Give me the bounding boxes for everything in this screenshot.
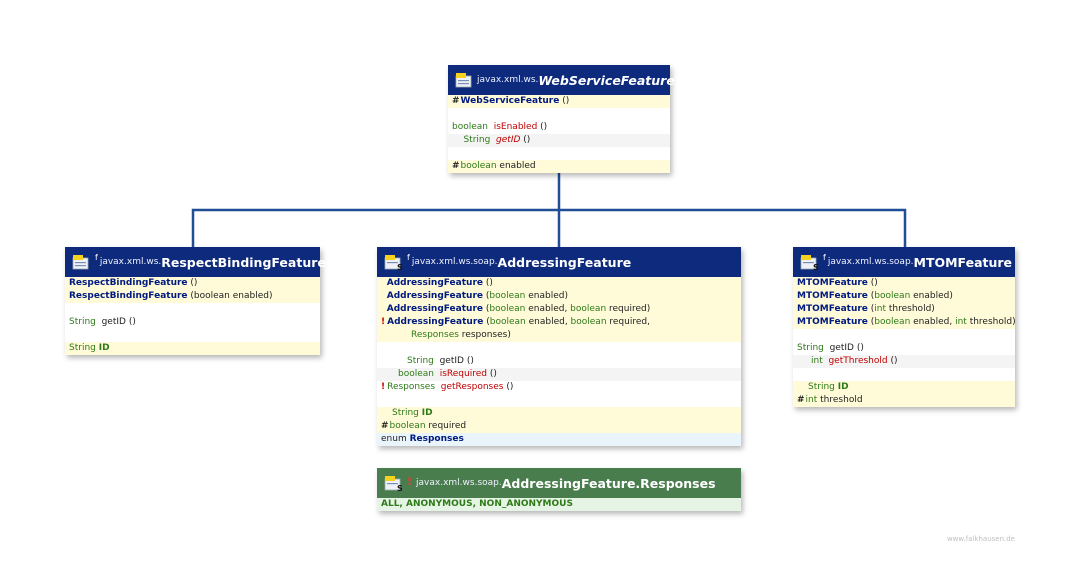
- class-box-mtomfeature[interactable]: S f javax.xml.ws.soap.MTOMFeature MTOMFe…: [793, 247, 1015, 407]
- enum-header: S ! javax.xml.ws.soap.AddressingFeature.…: [377, 468, 741, 498]
- class-header: f javax.xml.ws.RespectBindingFeature: [65, 247, 326, 277]
- class-name: AddressingFeature: [497, 254, 632, 270]
- method-row: String getID (): [69, 317, 136, 327]
- constructor-row: RespectBindingFeature (boolean enabled): [65, 290, 320, 303]
- field-row: String ID: [377, 407, 741, 420]
- class-icon: [72, 253, 90, 271]
- package-name: javax.xml.ws.soap.: [416, 478, 502, 488]
- constructor-row: MTOMFeature (int threshold): [793, 303, 1015, 316]
- constructor-row-continuation: Responses responses): [377, 329, 741, 342]
- final-modifier: f: [407, 252, 410, 262]
- package-name: javax.xml.ws.: [99, 257, 162, 267]
- class-name: RespectBindingFeature: [161, 254, 326, 270]
- package-name: javax.xml.ws.: [477, 75, 539, 85]
- class-box-webservicefeature[interactable]: javax.xml.ws.WebServiceFeature #WebServi…: [448, 65, 675, 173]
- constructor-row: AddressingFeature (boolean enabled, bool…: [377, 303, 741, 316]
- class-icon: S: [384, 253, 403, 272]
- method-row: String getID (): [407, 356, 474, 366]
- method-row: String getID (): [797, 343, 864, 353]
- method-row: boolean isRequired (): [377, 368, 741, 381]
- constructor-row: RespectBindingFeature (): [65, 277, 320, 290]
- field-row: #int threshold: [793, 394, 1015, 407]
- svg-text:S: S: [397, 484, 402, 492]
- class-header: javax.xml.ws.WebServiceFeature: [448, 65, 675, 95]
- method-row: String getID (): [448, 134, 670, 147]
- constructor-row: #WebServiceFeature (): [448, 95, 670, 108]
- method-row: !Responses getResponses (): [381, 382, 514, 392]
- inheritance-line: [191, 173, 907, 247]
- class-icon: S: [800, 253, 819, 272]
- field-row: #boolean required: [377, 420, 741, 433]
- nested-enum-row: enum Responses: [377, 433, 741, 446]
- constructor-row: !AddressingFeature (boolean enabled, boo…: [377, 316, 741, 329]
- enum-icon: S: [384, 474, 403, 493]
- svg-text:S: S: [397, 263, 402, 271]
- class-header: S f javax.xml.ws.soap.AddressingFeature: [377, 247, 741, 277]
- final-modifier: f: [823, 252, 826, 262]
- field-row: String ID: [65, 342, 320, 355]
- field-row: #boolean enabled: [448, 160, 670, 173]
- constructor-row: AddressingFeature (): [377, 277, 741, 290]
- warning-modifier: !: [407, 474, 413, 488]
- class-box-respectbindingfeature[interactable]: f javax.xml.ws.RespectBindingFeature Res…: [65, 247, 326, 355]
- class-icon: [455, 71, 473, 89]
- watermark: www.falkhausen.de: [946, 535, 1015, 543]
- constructor-row: MTOMFeature (): [793, 277, 1015, 290]
- field-row: String ID: [793, 381, 1015, 394]
- constructor-row: MTOMFeature (boolean enabled): [793, 290, 1015, 303]
- class-header: S f javax.xml.ws.soap.MTOMFeature: [793, 247, 1015, 277]
- class-box-addressingfeature[interactable]: S f javax.xml.ws.soap. AddressingFeature …: [377, 247, 741, 446]
- final-modifier: f: [95, 252, 98, 262]
- package-name: javax.xml.ws.soap.: [827, 257, 914, 267]
- constructor-row: MTOMFeature (boolean enabled, int thresh…: [793, 316, 1015, 329]
- enum-values-row: ALL, ANONYMOUS, NON_ANONYMOUS: [377, 498, 741, 511]
- method-row: boolean isEnabled (): [452, 122, 548, 132]
- enum-box-addressingfeature-responses[interactable]: S ! javax.xml.ws.soap.AddressingFeature.…: [377, 468, 741, 511]
- class-name: WebServiceFeature: [538, 72, 675, 88]
- class-name: MTOMFeature: [913, 254, 1013, 270]
- method-row: int getThreshold (): [793, 355, 1015, 368]
- package-name: javax.xml.ws.soap.: [411, 257, 498, 267]
- constructor-row: AddressingFeature (boolean enabled): [377, 290, 741, 303]
- svg-text:S: S: [813, 263, 818, 271]
- enum-name: AddressingFeature.Responses: [501, 475, 716, 491]
